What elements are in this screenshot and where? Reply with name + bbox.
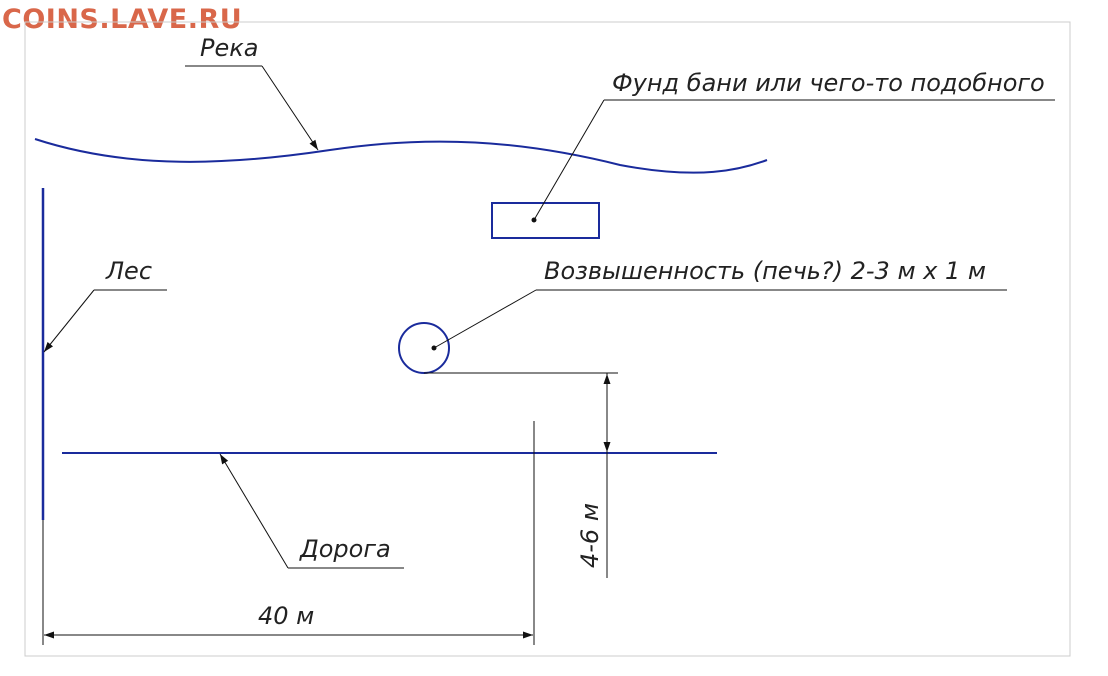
- river-leader-arrow: [261, 65, 319, 151]
- vertical-dim-label: 4-6 м: [576, 503, 604, 568]
- elevation-leader: [433, 289, 537, 349]
- elevation-label: Возвышенность (печь?) 2-3 м х 1 м: [544, 257, 986, 285]
- river-line: [34, 138, 768, 174]
- horizontal-dim-label: 40 м: [258, 602, 314, 630]
- drawing-border: [24, 21, 1071, 657]
- foundation-label: Фунд бани или чего-то подобного: [612, 69, 1045, 97]
- elevation-circle: [398, 322, 450, 374]
- foundation-rect: [491, 202, 600, 239]
- site-watermark: COINS.LAVE.RU: [2, 4, 243, 35]
- road-leader-arrow: [219, 453, 289, 569]
- foundation-leader: [533, 99, 605, 221]
- forest-leader-arrow: [43, 289, 95, 353]
- road-label: Дорога: [299, 535, 391, 563]
- river-label: Река: [200, 34, 258, 62]
- forest-label: Лес: [105, 257, 152, 285]
